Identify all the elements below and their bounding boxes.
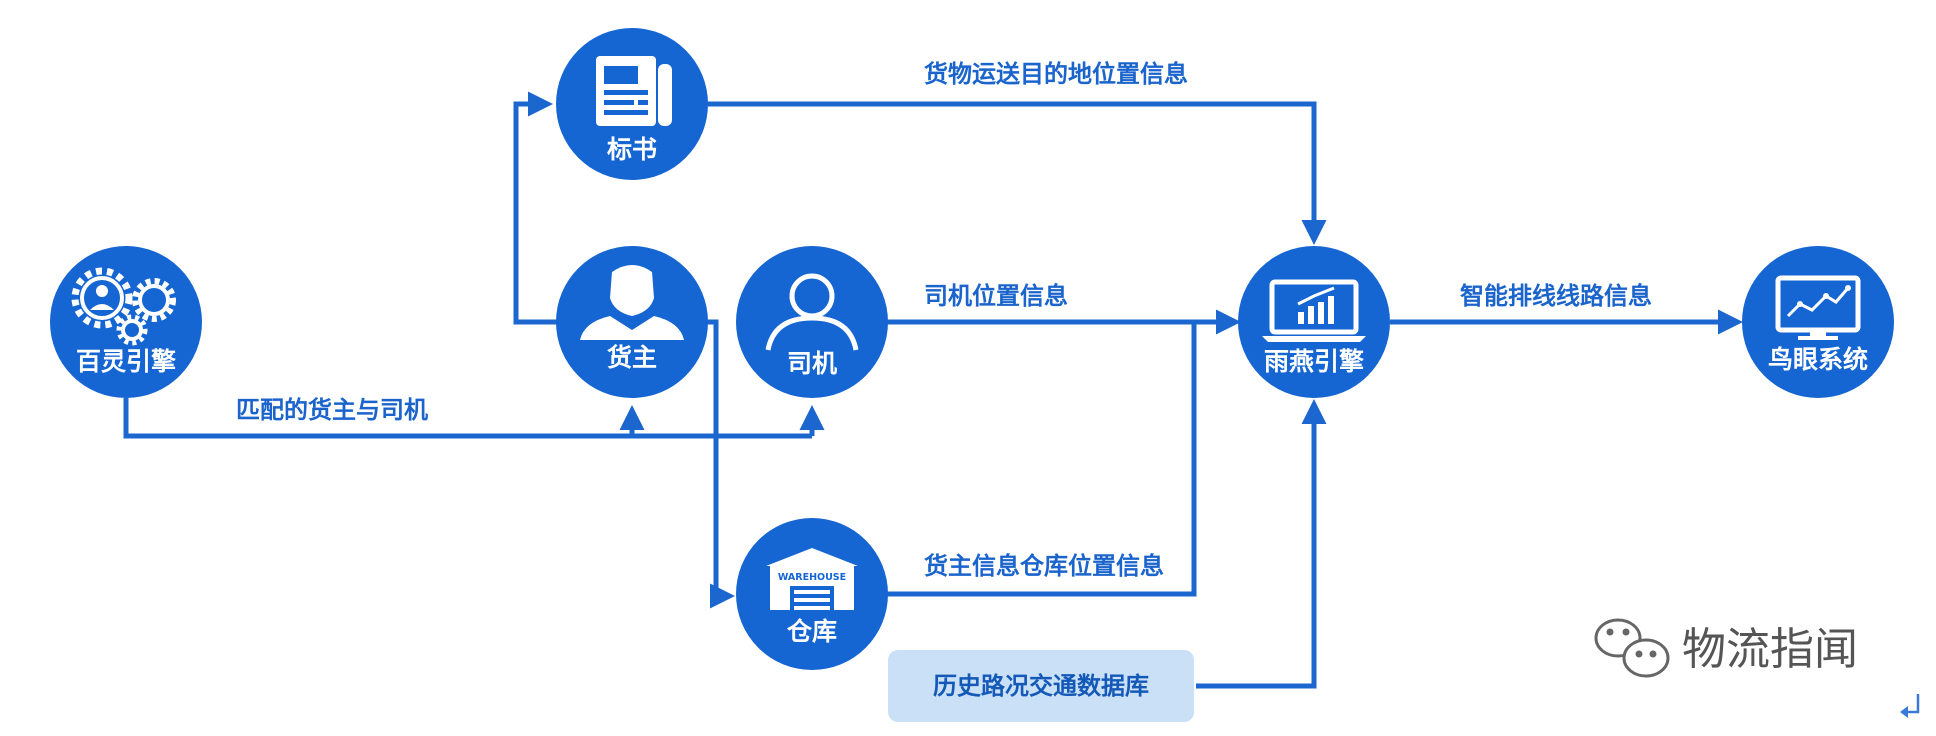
- edge-warehouse-to-yuyan: [884, 322, 1197, 597]
- edge-database-to-yuyan: [1196, 399, 1327, 689]
- node-yuyan-engine[interactable]: 雨燕引擎: [1238, 246, 1390, 398]
- node-label-yuyan: 雨燕引擎: [1264, 347, 1364, 376]
- node-warehouse[interactable]: WAREHOUSE 仓库: [736, 518, 888, 670]
- node-label-siji: 司机: [787, 349, 837, 378]
- database-label: 历史路况交通数据库: [933, 672, 1149, 700]
- monitor-line-chart-icon: [1775, 275, 1861, 340]
- return-mark-arrowhead: [1900, 706, 1908, 718]
- node-label-bailing: 百灵引擎: [76, 347, 176, 376]
- database-box[interactable]: 历史路况交通数据库: [888, 650, 1194, 722]
- user-outline-icon: [765, 273, 859, 351]
- warehouse-icon-text: WAREHOUSE: [778, 572, 846, 583]
- edge-shipper-to-bid: [513, 91, 562, 325]
- warehouse-icon: WAREHOUSE: [766, 548, 858, 610]
- return-mark-icon: [1904, 694, 1920, 714]
- node-bid-document[interactable]: 标书: [556, 28, 708, 180]
- node-niaoyan-system[interactable]: 鸟眼系统: [1742, 246, 1894, 398]
- edge-shipper-to-warehouse: [706, 319, 735, 609]
- edge-label-matching: 匹配的货主与司机: [236, 396, 428, 424]
- wechat-icon: [1594, 618, 1670, 678]
- watermark-text: 物流指闻: [1682, 624, 1858, 675]
- node-label-biaoshu: 标书: [607, 135, 657, 164]
- node-bailing-engine[interactable]: 百灵引擎: [50, 246, 202, 398]
- edge-bailing-matching: [123, 398, 812, 439]
- edge-label-destination: 货物运送目的地位置信息: [924, 60, 1188, 88]
- watermark: 物流指闻: [1594, 618, 1858, 678]
- edge-label-routing: 智能排线线路信息: [1460, 282, 1652, 310]
- node-shipper[interactable]: 货主: [556, 246, 708, 398]
- edge-label-warehouse-location: 货主信息仓库位置信息: [924, 552, 1164, 580]
- edge-label-driver-location: 司机位置信息: [924, 282, 1068, 310]
- newspaper-icon: [596, 56, 672, 126]
- gears-person-icon: [71, 267, 176, 346]
- node-driver[interactable]: 司机: [736, 246, 888, 398]
- node-label-niaoyan: 鸟眼系统: [1768, 345, 1868, 374]
- laptop-chart-icon: [1262, 279, 1366, 342]
- edge-bid-to-yuyan: [700, 101, 1327, 245]
- node-label-cangku: 仓库: [786, 617, 837, 646]
- node-label-huozhu: 货主: [607, 343, 657, 372]
- person-silhouette-icon: [580, 265, 684, 340]
